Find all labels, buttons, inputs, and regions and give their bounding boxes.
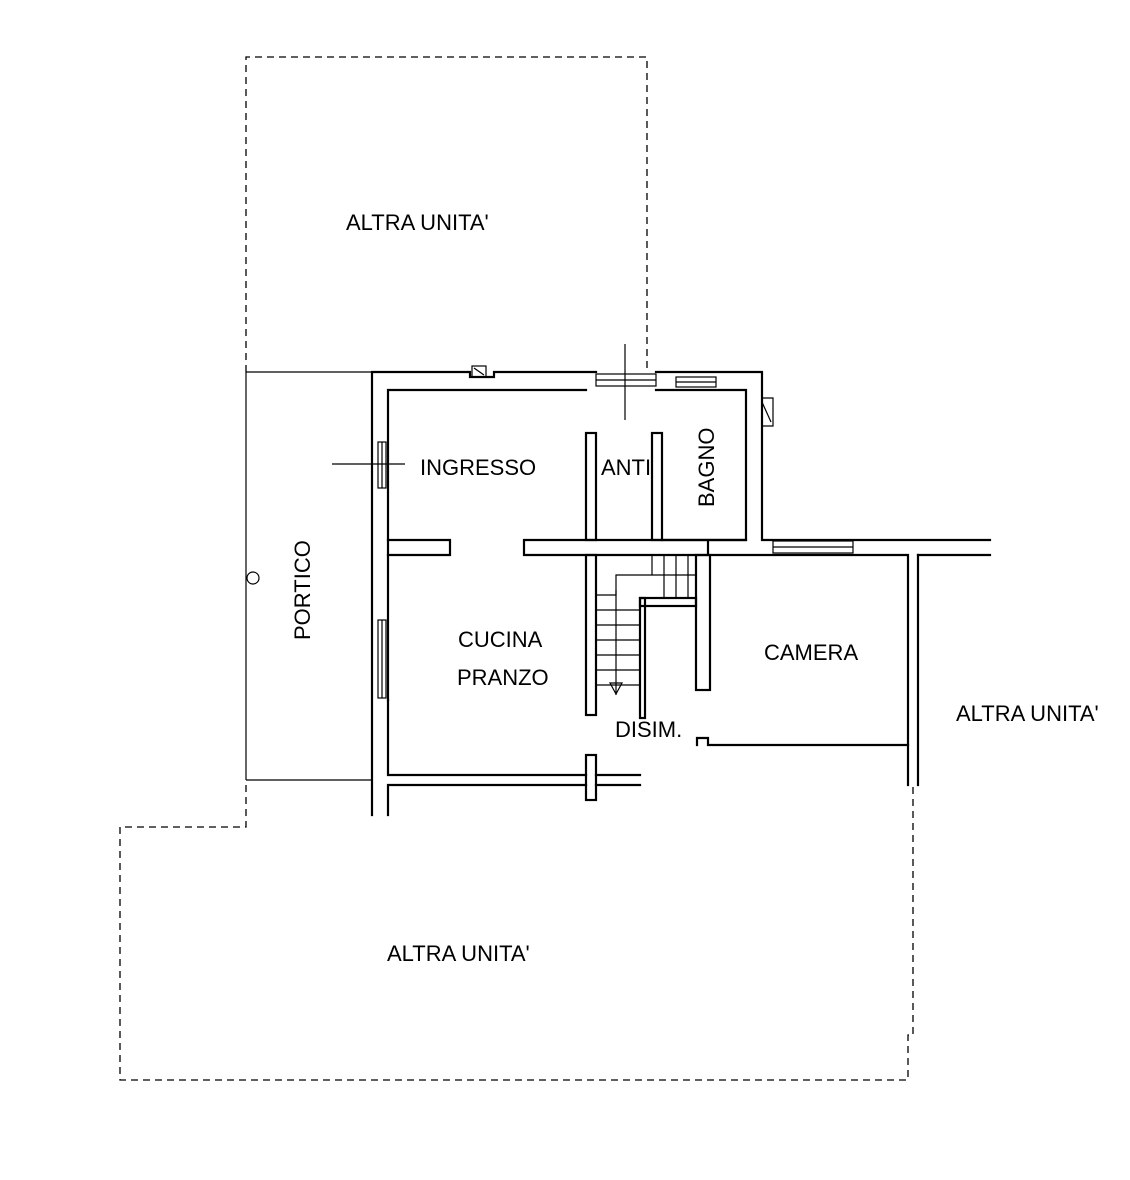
- section-marks: [332, 344, 626, 465]
- altra-unita-top-boundary: [245, 56, 648, 372]
- label-altra-unita-right: ALTRA UNITA': [956, 701, 1099, 726]
- label-cucina: CUCINA: [458, 627, 543, 652]
- exterior-walls: [370, 370, 992, 817]
- label-pranzo: PRANZO: [457, 665, 549, 690]
- staircase: [596, 555, 698, 720]
- shafts: [471, 365, 774, 427]
- windows: [377, 373, 854, 699]
- altra-unita-bottom-boundary: [119, 785, 914, 1081]
- label-bagno: BAGNO: [694, 428, 719, 507]
- label-portico: PORTICO: [290, 540, 315, 640]
- stair-direction-arrow-icon: [608, 682, 624, 696]
- label-disim: DISIM.: [615, 717, 682, 742]
- label-anti: ANTI: [601, 455, 651, 480]
- interior-walls: [584, 431, 748, 802]
- label-altra-unita-top: ALTRA UNITA': [346, 210, 489, 235]
- column-icon: [246, 571, 260, 585]
- label-camera: CAMERA: [764, 640, 858, 665]
- label-altra-unita-bottom: ALTRA UNITA': [387, 941, 530, 966]
- portico-area: [245, 371, 372, 781]
- label-ingresso: INGRESSO: [420, 455, 536, 480]
